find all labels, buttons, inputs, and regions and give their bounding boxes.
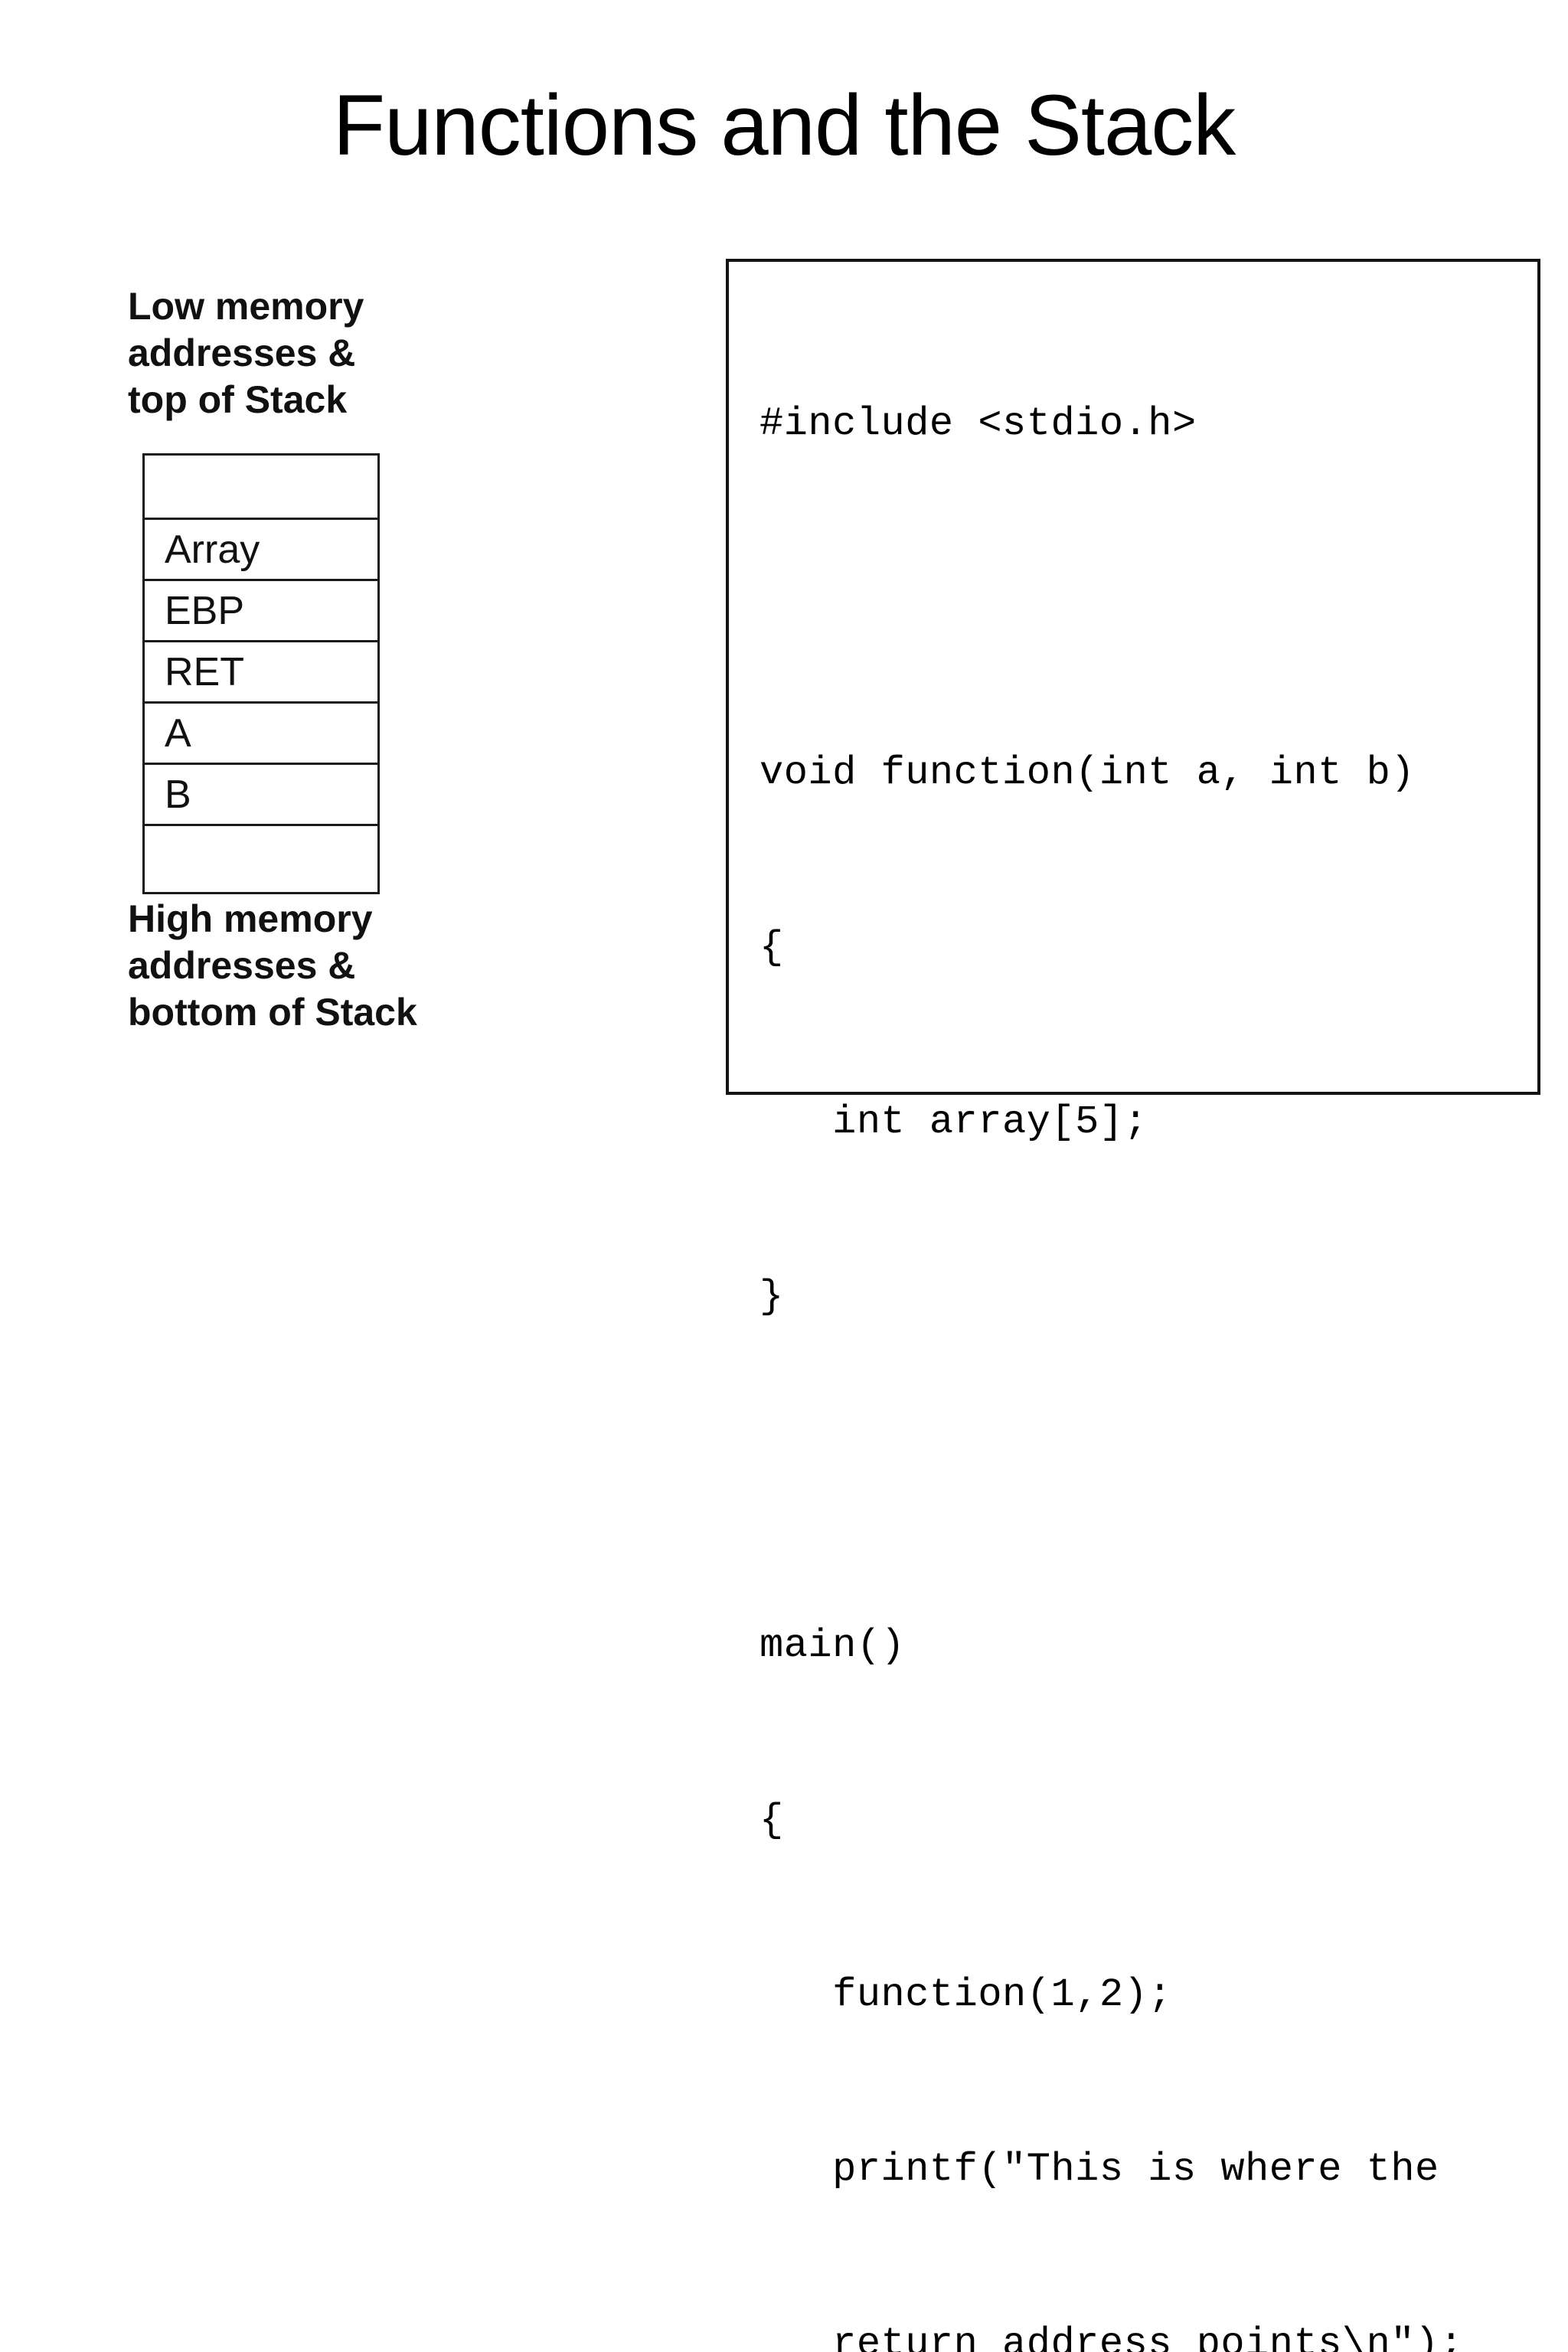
- stack-cell-ebp: EBP: [145, 581, 377, 642]
- code-panel: #include <stdio.h> void function(int a, …: [726, 259, 1540, 2352]
- page-title: Functions and the Stack: [332, 77, 1236, 173]
- stack-cell-empty-top: [145, 456, 377, 520]
- stack-bottom-caption: High memory addresses & bottom of Stack: [128, 896, 417, 1036]
- code-line: #include <stdio.h>: [760, 401, 1197, 446]
- code-line: return address points\n");: [760, 2321, 1464, 2352]
- stack-cell-array: Array: [145, 520, 377, 581]
- code-line: }: [760, 1274, 784, 1319]
- code-line: main(): [760, 1623, 906, 1668]
- code-line: int array[5];: [760, 1099, 1148, 1145]
- stack-bottom-caption-line-1: High memory: [128, 897, 373, 940]
- code-line: function(1,2);: [760, 1972, 1172, 2017]
- stack-top-caption-line-2: addresses &: [128, 332, 356, 374]
- stack-cell-empty-bottom: [145, 826, 377, 892]
- stack-top-caption-line-1: Low memory: [128, 285, 364, 328]
- code-line: {: [760, 1798, 784, 1843]
- code-line: [760, 570, 1537, 628]
- code-line: void function(int a, int b): [760, 750, 1416, 795]
- stack-frame-table: Array EBP RET A B: [142, 453, 380, 894]
- stack-bottom-caption-line-2: addresses &: [128, 944, 356, 987]
- code-line: {: [760, 925, 784, 970]
- stack-cell-b: B: [145, 765, 377, 826]
- stack-bottom-caption-line-3: bottom of Stack: [128, 991, 417, 1034]
- code-listing: #include <stdio.h> void function(int a, …: [760, 279, 1537, 2352]
- stack-cell-ret: RET: [145, 642, 377, 704]
- code-line: [760, 1442, 1537, 1501]
- stack-top-caption: Low memory addresses & top of Stack: [128, 283, 364, 423]
- code-line: printf("This is where the: [760, 2147, 1439, 2192]
- stack-cell-a: A: [145, 704, 377, 765]
- stack-top-caption-line-3: top of Stack: [128, 378, 348, 421]
